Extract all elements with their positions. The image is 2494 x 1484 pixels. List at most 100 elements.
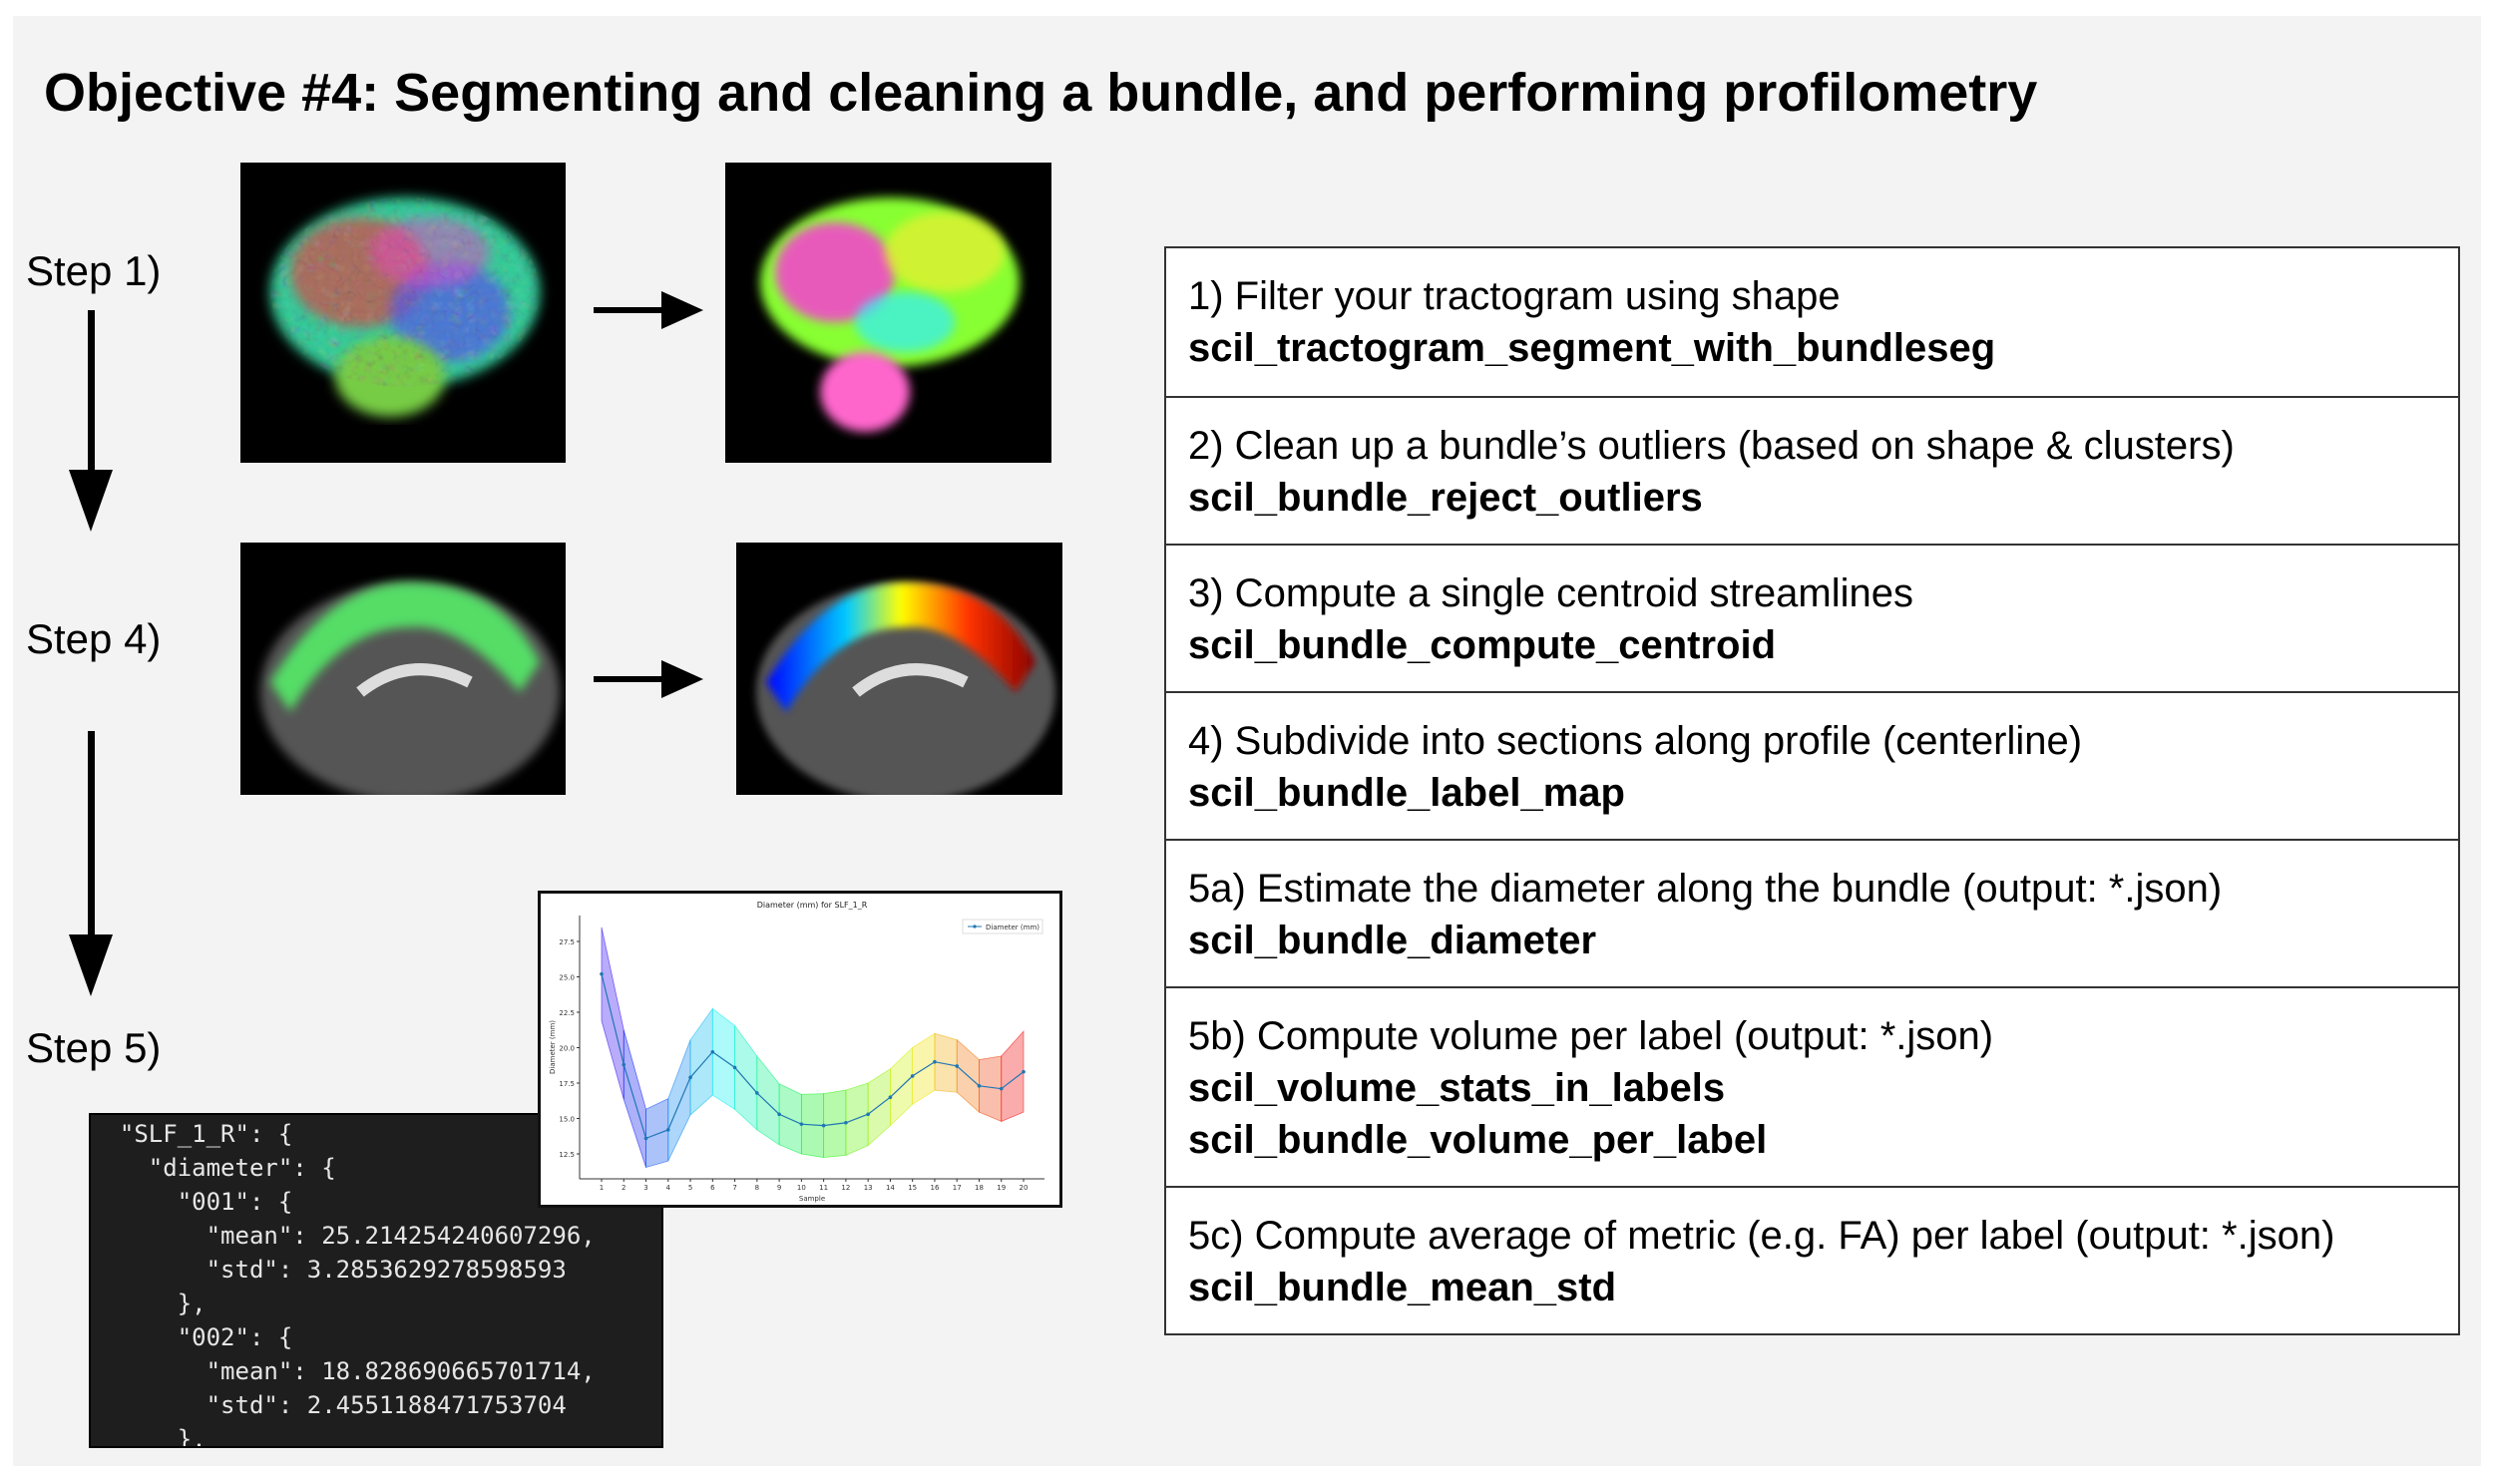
table-row: 4) Subdivide into sections along profile…	[1166, 691, 2458, 839]
command-name: scil_bundle_reject_outliers	[1188, 476, 1703, 520]
step-1-label: Step 1)	[26, 247, 162, 294]
x-tick-label: 18	[975, 1184, 984, 1192]
data-point	[910, 1074, 915, 1078]
code-line: "mean": 18.828690665701714,	[91, 1357, 596, 1385]
x-tick-label: 9	[777, 1184, 781, 1192]
bundle-labelmap-image	[736, 543, 1062, 795]
commands-table: 1) Filter your tractogram using shape sci…	[1164, 246, 2460, 1335]
legend-box	[962, 919, 1043, 934]
data-point	[600, 971, 604, 976]
data-point	[665, 1128, 670, 1132]
x-tick-label: 2	[622, 1184, 625, 1192]
x-tick-label: 17	[953, 1184, 962, 1192]
command-name: scil_bundle_label_map	[1188, 771, 1625, 815]
std-band-segment	[1001, 1030, 1025, 1122]
std-band-segment	[667, 1039, 691, 1162]
data-point	[933, 1059, 937, 1064]
std-band-segment	[601, 927, 624, 1100]
row-description: 4) Subdivide into sections along profile…	[1188, 719, 2083, 763]
y-tick-label: 20.0	[559, 1045, 575, 1053]
std-band-segment	[689, 1007, 713, 1116]
row-description: 5a) Estimate the diameter along the bund…	[1188, 867, 2223, 911]
x-tick-label: 5	[688, 1184, 692, 1192]
legend-marker-icon	[973, 925, 977, 928]
data-point	[821, 1123, 826, 1128]
x-tick-label: 7	[732, 1184, 736, 1192]
code-line: "002": {	[91, 1323, 293, 1351]
chart-title: Diameter (mm) for SLF_1_R	[757, 901, 868, 910]
x-tick-label: 6	[710, 1184, 715, 1192]
y-axis-label: Diameter (mm)	[549, 1020, 557, 1074]
command-name: scil_bundle_diameter	[1188, 919, 1597, 962]
data-point	[732, 1065, 737, 1070]
data-point	[755, 1091, 759, 1095]
x-tick-label: 15	[908, 1184, 917, 1192]
x-tick-label: 8	[755, 1184, 759, 1192]
x-tick-label: 10	[797, 1184, 806, 1192]
down-arrow-icon	[69, 731, 113, 996]
row-description: 1) Filter your tractogram using shape	[1188, 274, 1841, 318]
table-row: 3) Compute a single centroid streamlines…	[1166, 544, 2458, 691]
legend-label: Diameter (mm)	[986, 924, 1039, 931]
command-name: scil_volume_stats_in_labels	[1188, 1066, 1726, 1110]
x-tick-label: 13	[864, 1184, 873, 1192]
command-name: scil_bundle_compute_centroid	[1188, 623, 1777, 667]
x-tick-label: 11	[819, 1184, 828, 1192]
data-point	[622, 1062, 626, 1067]
code-line: },	[91, 1290, 207, 1317]
std-band-segment	[845, 1082, 869, 1157]
std-band-segment	[867, 1068, 891, 1147]
data-point	[999, 1086, 1004, 1091]
x-tick-label: 12	[841, 1184, 850, 1192]
row-description: 5c) Compute average of metric (e.g. FA) …	[1188, 1214, 2335, 1258]
code-line: "std": 3.2853629278598593	[91, 1256, 567, 1284]
std-band-segment	[734, 1024, 758, 1131]
code-line: "mean": 25.214254240607296,	[91, 1222, 596, 1250]
x-tick-label: 14	[886, 1184, 895, 1192]
command-name: scil_bundle_volume_per_label	[1188, 1118, 1768, 1162]
table-row: 5c) Compute average of metric (e.g. FA) …	[1166, 1186, 2458, 1333]
tractogram-image	[240, 163, 566, 463]
data-point	[688, 1075, 692, 1080]
y-tick-label: 12.5	[559, 1151, 575, 1159]
code-line: "SLF_1_R": {	[91, 1120, 293, 1148]
table-row: 5b) Compute volume per label (output: *.…	[1166, 986, 2458, 1186]
step-5-label: Step 5)	[26, 1024, 162, 1071]
row-description: 2) Clean up a bundle’s outliers (based o…	[1188, 424, 2235, 468]
row-description: 5b) Compute volume per label (output: *.…	[1188, 1014, 1994, 1058]
data-point	[799, 1122, 804, 1126]
code-line: },	[91, 1425, 207, 1448]
down-arrow-icon	[69, 310, 113, 532]
segmented-bundles-image	[725, 163, 1051, 463]
y-tick-label: 17.5	[559, 1080, 575, 1088]
mean-line	[601, 973, 1025, 1140]
std-band-segment	[623, 1029, 646, 1168]
table-row: 5a) Estimate the diameter along the bund…	[1166, 839, 2458, 986]
right-arrow-icon	[594, 660, 703, 698]
x-tick-label: 1	[600, 1184, 604, 1192]
y-tick-label: 25.0	[559, 974, 575, 982]
x-tick-label: 3	[643, 1184, 647, 1192]
x-tick-label: 20	[1020, 1184, 1029, 1192]
right-arrow-icon	[594, 291, 703, 329]
data-point	[777, 1112, 781, 1117]
table-row: 2) Clean up a bundle’s outliers (based o…	[1166, 396, 2458, 544]
y-tick-label: 22.5	[559, 1009, 575, 1017]
code-line: "std": 2.4551188471753704	[91, 1391, 567, 1419]
x-tick-label: 19	[997, 1184, 1006, 1192]
data-point	[866, 1112, 870, 1117]
y-tick-label: 15.0	[559, 1116, 575, 1124]
bundle-sagittal-image	[240, 543, 566, 795]
x-tick-label: 16	[930, 1184, 939, 1192]
std-band-segment	[645, 1097, 669, 1169]
y-tick-label: 27.5	[559, 938, 575, 946]
x-axis-label: Sample	[799, 1195, 825, 1203]
command-name: scil_tractogram_segment_with_bundleseg	[1188, 326, 1996, 370]
data-point	[955, 1064, 960, 1068]
data-point	[844, 1120, 848, 1125]
data-point	[710, 1049, 715, 1054]
data-point	[1022, 1069, 1026, 1074]
data-point	[977, 1084, 982, 1088]
code-line: "001": {	[91, 1188, 293, 1216]
